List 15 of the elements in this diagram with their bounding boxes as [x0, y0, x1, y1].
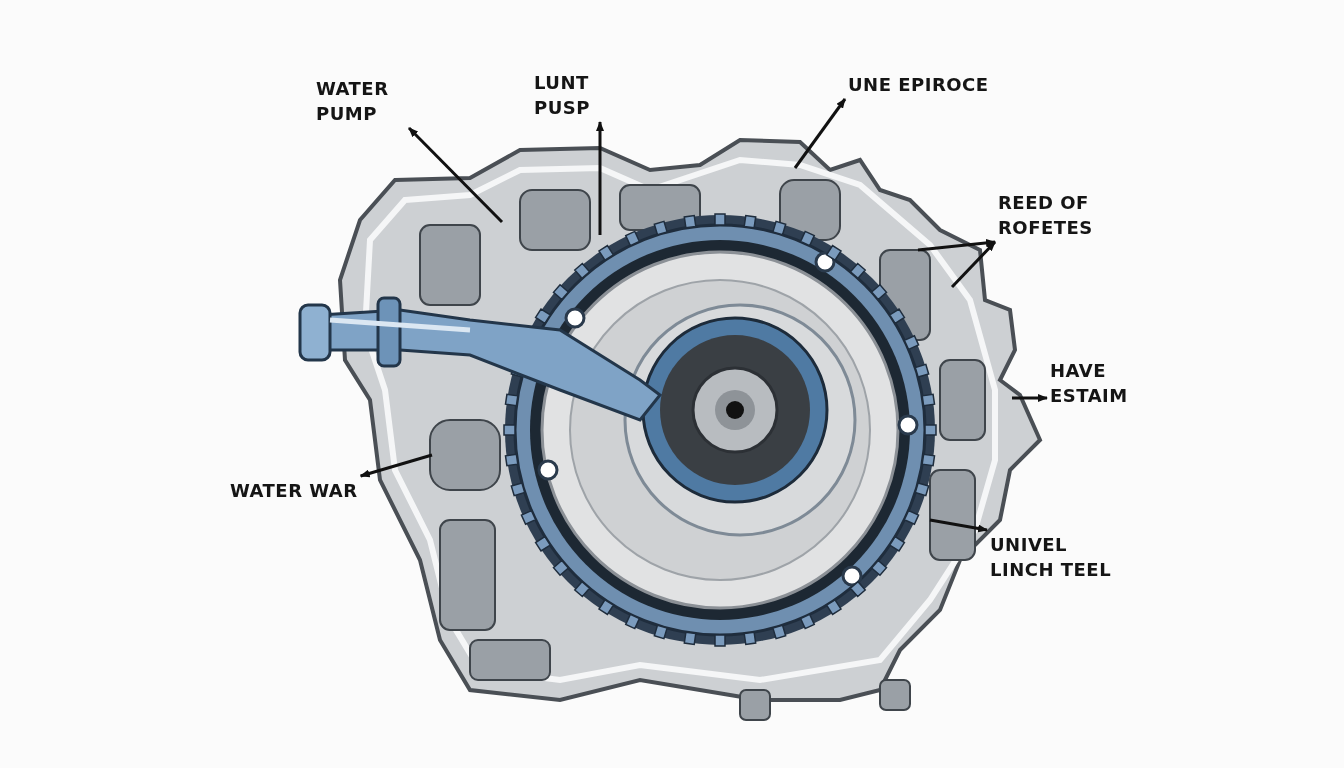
part-label: WATER PUMP	[316, 76, 406, 126]
leader-arrow	[793, 98, 847, 169]
leader-arrow	[950, 240, 997, 289]
leader-arrow	[1012, 394, 1048, 402]
leader-arrow	[407, 126, 504, 224]
part-label: LUNT PUSP	[534, 70, 614, 120]
part-label: REED OF ROFETES	[998, 190, 1118, 240]
leader-arrow	[917, 238, 996, 252]
leader-arrow	[596, 121, 604, 235]
leader-arrow	[929, 518, 988, 533]
part-label: UNE EPIROCE	[848, 72, 989, 97]
part-label: HAVE ESTAIM	[1050, 358, 1150, 408]
leader-arrow	[359, 453, 433, 478]
part-label: WATER WAR	[230, 478, 358, 503]
part-label: UNIVEL LINCH TEEL	[990, 532, 1130, 582]
